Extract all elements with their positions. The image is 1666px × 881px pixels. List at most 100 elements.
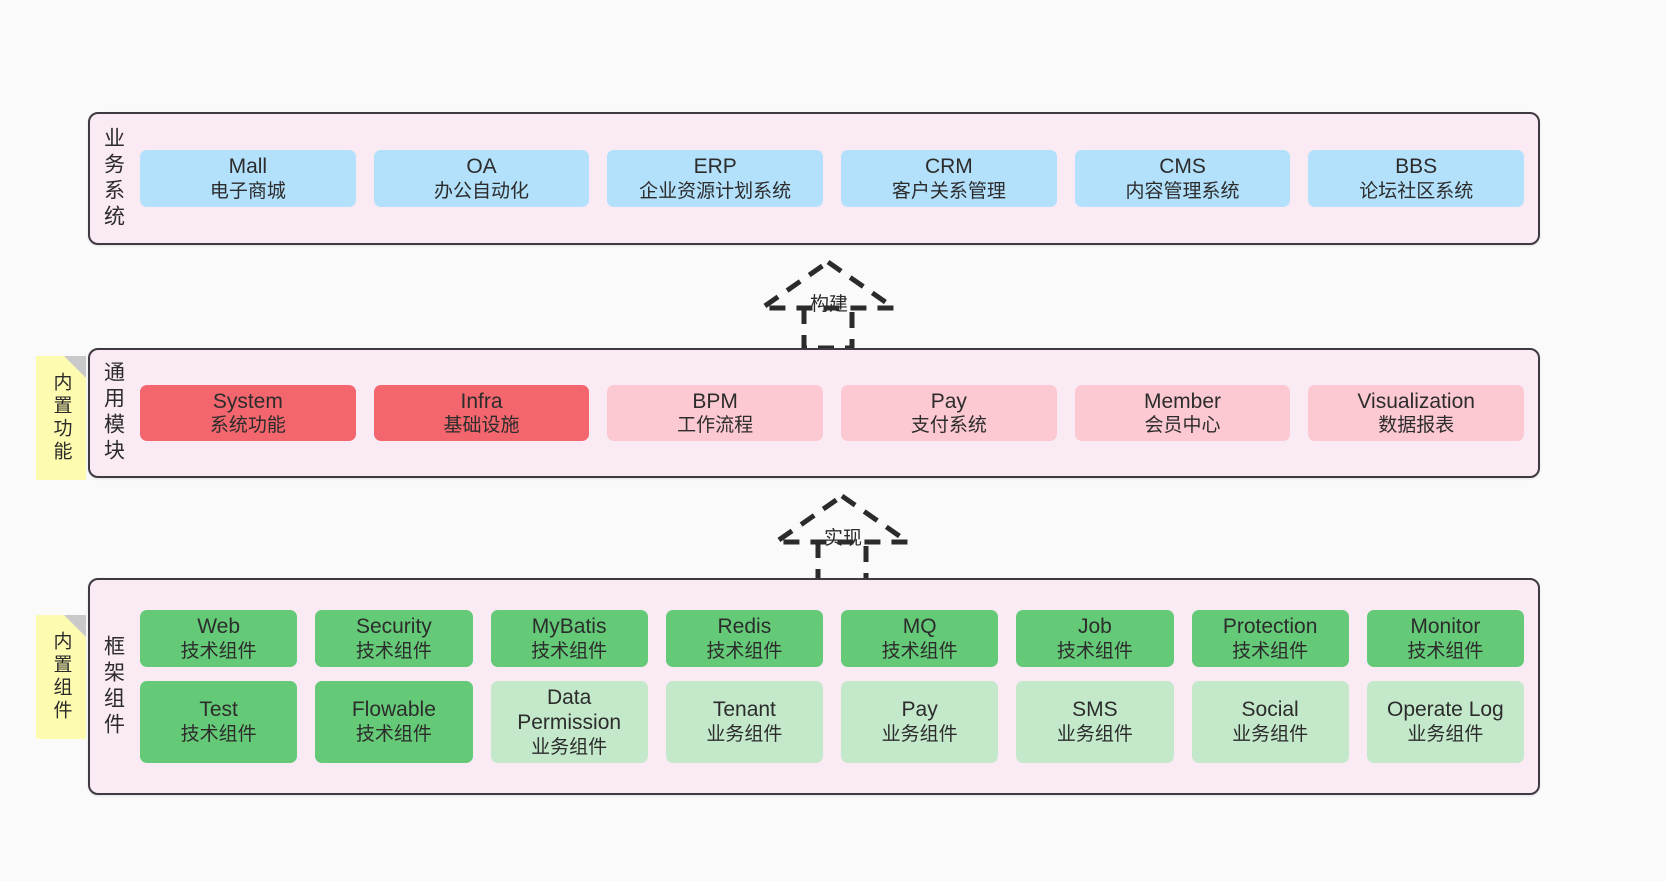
component-row: Test 技术组件 Flowable 技术组件 Data Permission …: [140, 680, 1524, 764]
layer-label-framework-components: 框架组件: [101, 634, 125, 739]
component-desc: 技术组件: [1232, 640, 1309, 662]
component-name: ERP: [693, 155, 737, 179]
component-card-data-permission[interactable]: Data Permission 业务组件: [490, 680, 648, 764]
component-desc: 技术组件: [706, 640, 783, 662]
component-desc: 企业资源计划系统: [639, 180, 792, 202]
component-name: Mall: [228, 155, 268, 179]
component-card-mq[interactable]: MQ 技术组件: [841, 609, 999, 667]
component-card-pay[interactable]: Pay 业务组件: [841, 680, 999, 764]
component-name: Visualization: [1357, 389, 1475, 413]
component-card-test[interactable]: Test 技术组件: [140, 680, 298, 764]
component-name: Pay: [901, 698, 938, 722]
layer-label-common-modules: 通用模块: [101, 361, 125, 465]
component-desc: 业务组件: [706, 724, 783, 746]
component-card-job[interactable]: Job 技术组件: [1016, 609, 1174, 667]
component-desc: 客户关系管理: [891, 180, 1006, 202]
component-card-tenant[interactable]: Tenant 业务组件: [665, 680, 823, 764]
component-desc: 工作流程: [677, 415, 754, 437]
note-text: 内置功能: [50, 372, 72, 464]
component-name: OA: [466, 155, 497, 179]
component-card-flowable[interactable]: Flowable 技术组件: [315, 680, 473, 764]
component-card-bpm[interactable]: BPM 工作流程: [607, 384, 824, 442]
component-desc: 技术组件: [180, 640, 257, 662]
component-card-pay[interactable]: Pay 支付系统: [841, 384, 1057, 442]
component-desc: 技术组件: [881, 640, 958, 662]
component-name: Security: [355, 614, 432, 638]
component-name: Infra: [460, 389, 503, 413]
component-name: MQ: [902, 614, 937, 638]
component-name: Test: [199, 698, 238, 722]
component-desc: 系统功能: [209, 415, 286, 437]
component-desc: 电子商城: [209, 180, 286, 202]
component-desc: 论坛社区系统: [1359, 180, 1474, 202]
build-connector: 构建: [754, 258, 902, 351]
component-card-web[interactable]: Web 技术组件: [140, 609, 298, 667]
connector-label-implement: 实现: [824, 528, 863, 549]
component-card-bbs[interactable]: BBS 论坛社区系统: [1308, 150, 1525, 207]
component-card-social[interactable]: Social 业务组件: [1191, 680, 1349, 764]
component-card-infra[interactable]: Infra 基础设施: [373, 384, 590, 442]
note-fold-icon: [64, 356, 86, 378]
component-name: Operate Log: [1386, 698, 1504, 722]
layer-body-framework-components: Web 技术组件 Security 技术组件 MyBatis 技术组件 Redi…: [136, 580, 1538, 793]
component-desc: 内容管理系统: [1125, 180, 1240, 202]
component-card-crm[interactable]: CRM 客户关系管理: [841, 150, 1057, 207]
component-card-visualization[interactable]: Visualization 数据报表: [1308, 384, 1525, 442]
component-card-cms[interactable]: CMS 内容管理系统: [1074, 150, 1291, 207]
layer-body-common-modules: System 系统功能 Infra 基础设施 BPM 工作流程 Pay 支付系统…: [136, 350, 1538, 476]
component-card-operate-log[interactable]: Operate Log 业务组件: [1366, 680, 1524, 764]
component-name: Redis: [717, 614, 772, 638]
component-row: System 系统功能 Infra 基础设施 BPM 工作流程 Pay 支付系统…: [140, 384, 1525, 442]
component-card-mybatis[interactable]: MyBatis 技术组件: [490, 609, 648, 667]
component-desc: 基础设施: [443, 415, 520, 437]
component-card-protection[interactable]: Protection 技术组件: [1191, 609, 1349, 667]
component-card-erp[interactable]: ERP 企业资源计划系统: [607, 150, 824, 207]
component-name: Member: [1144, 389, 1222, 413]
component-name: Pay: [930, 389, 967, 413]
layer-label-business-systems: 业务系统: [101, 126, 125, 231]
component-card-mall[interactable]: Mall 电子商城: [140, 150, 356, 207]
component-name: Protection: [1222, 614, 1318, 638]
component-row: Web 技术组件 Security 技术组件 MyBatis 技术组件 Redi…: [140, 609, 1524, 667]
component-desc: 技术组件: [355, 640, 432, 662]
component-name: Web: [197, 614, 241, 638]
component-desc: 技术组件: [355, 724, 432, 746]
layer-framework-components: 框架组件 Web 技术组件 Security 技术组件 MyBatis 技术组件…: [88, 578, 1540, 795]
component-card-monitor[interactable]: Monitor 技术组件: [1366, 609, 1524, 667]
component-name: CMS: [1159, 155, 1206, 179]
component-name: Job: [1077, 614, 1112, 638]
component-name: Monitor: [1410, 614, 1481, 638]
component-name: Data Permission: [517, 685, 622, 735]
component-desc: 业务组件: [1407, 724, 1484, 746]
sticky-note-builtin-components: 内置组件: [36, 615, 86, 739]
component-desc: 支付系统: [910, 415, 987, 437]
component-desc: 技术组件: [531, 640, 608, 662]
component-name: MyBatis: [531, 614, 607, 638]
component-name: System: [212, 389, 283, 413]
note-fold-icon: [64, 615, 86, 637]
component-desc: 办公自动化: [434, 180, 530, 202]
component-desc: 技术组件: [180, 724, 257, 746]
component-card-security[interactable]: Security 技术组件: [315, 609, 473, 667]
component-desc: 业务组件: [881, 724, 958, 746]
component-card-member[interactable]: Member 会员中心: [1074, 384, 1291, 442]
component-desc: 技术组件: [1056, 640, 1133, 662]
component-desc: 业务组件: [1232, 724, 1309, 746]
component-card-redis[interactable]: Redis 技术组件: [665, 609, 823, 667]
layer-body-business-systems: Mall 电子商城 OA 办公自动化 ERP 企业资源计划系统 CRM 客户关系…: [136, 114, 1538, 243]
sticky-note-builtin-features: 内置功能: [36, 356, 86, 480]
component-name: BPM: [692, 389, 738, 413]
component-desc: 技术组件: [1407, 640, 1484, 662]
component-card-sms[interactable]: SMS 业务组件: [1016, 680, 1174, 764]
component-card-system[interactable]: System 系统功能: [140, 384, 356, 442]
layer-common-modules: 通用模块 System 系统功能 Infra 基础设施 BPM 工作流程 Pay…: [88, 348, 1540, 478]
component-name: SMS: [1072, 698, 1118, 722]
component-card-oa[interactable]: OA 办公自动化: [373, 150, 590, 207]
component-row: Mall 电子商城 OA 办公自动化 ERP 企业资源计划系统 CRM 客户关系…: [140, 150, 1525, 207]
component-name: Tenant: [712, 698, 776, 722]
component-name: CRM: [924, 155, 973, 179]
component-desc: 数据报表: [1378, 415, 1455, 437]
layer-business-systems: 业务系统 Mall 电子商城 OA 办公自动化 ERP 企业资源计划系统 CRM…: [88, 112, 1540, 245]
component-name: Social: [1241, 698, 1299, 722]
